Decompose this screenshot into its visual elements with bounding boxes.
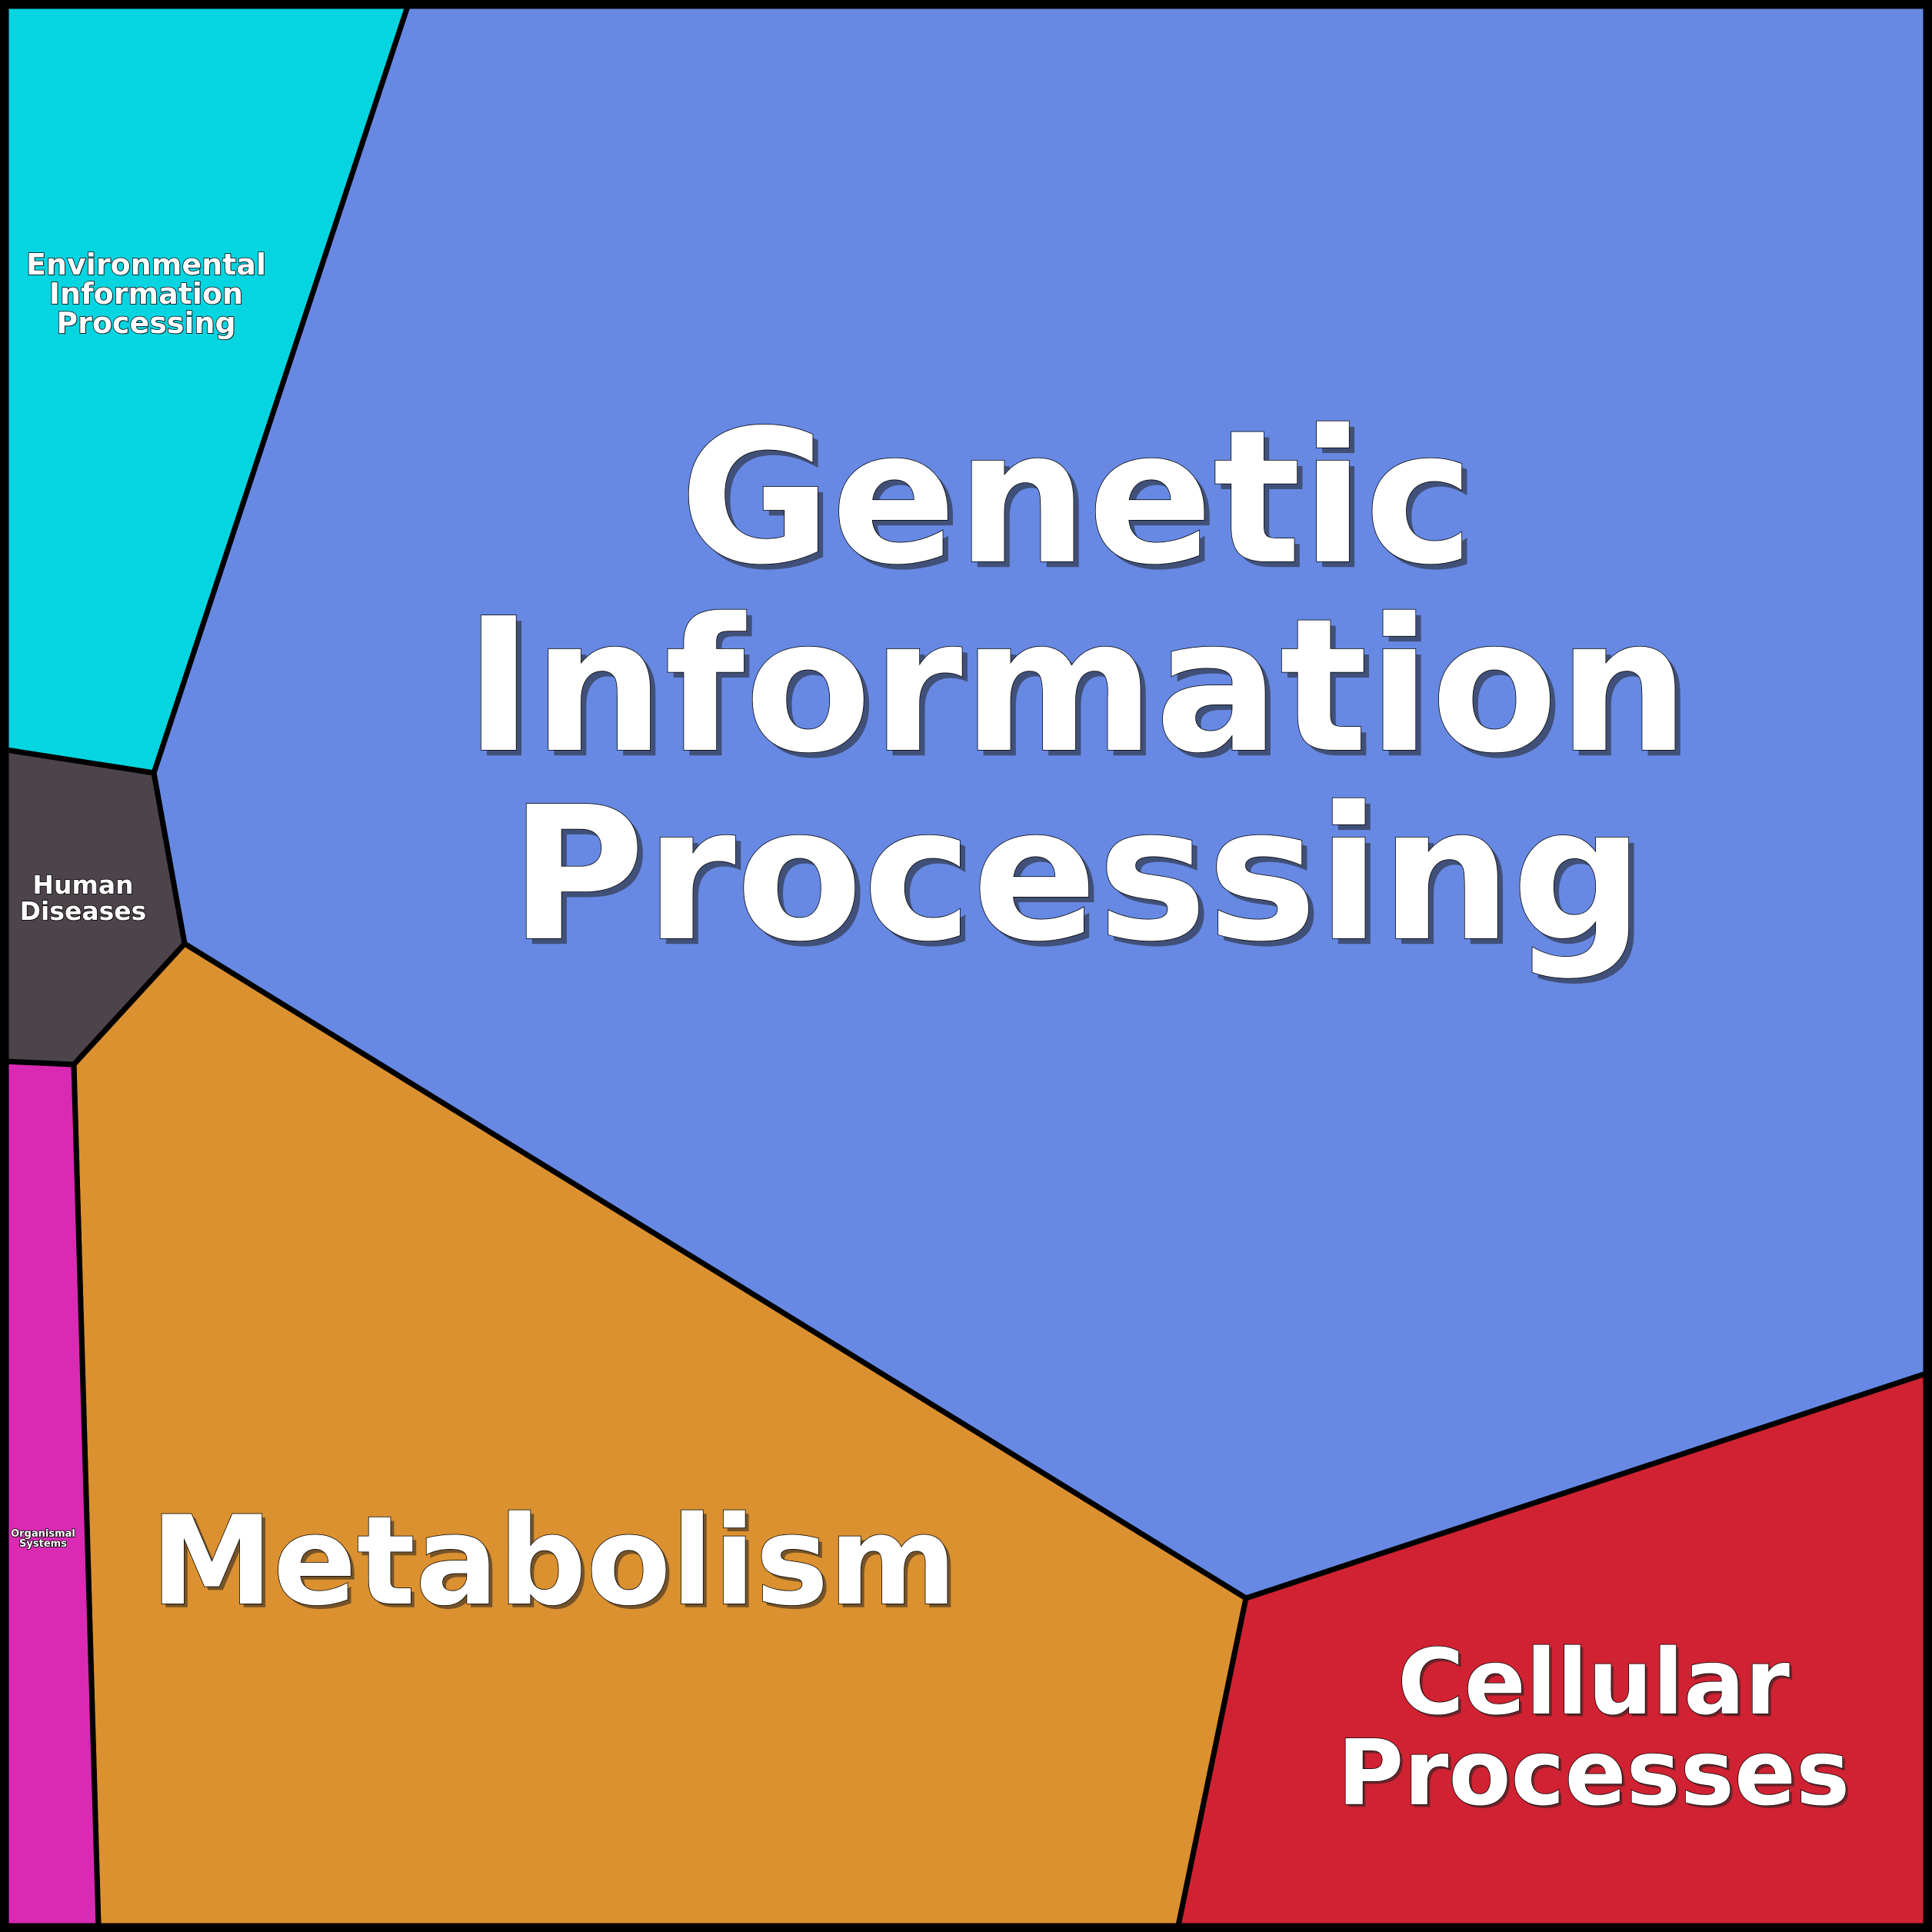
- label-line: Genetic: [680, 390, 1474, 605]
- label-shadow: Processes: [1340, 1723, 1852, 1829]
- label-shadow: Cellular: [1401, 1632, 1793, 1738]
- label-line: Information: [465, 578, 1690, 794]
- label-genetic-information-processing: GeneticGeneticInformationInformationProc…: [464, 389, 1695, 988]
- label-shadow: Processing: [515, 772, 1650, 988]
- label-shadow: Diseases: [21, 897, 148, 927]
- label-shadow: Environmental: [27, 248, 267, 282]
- label-shadow: Systems: [20, 1539, 68, 1551]
- label-shadow: Information: [470, 584, 1695, 799]
- label-line: Processes: [1337, 1720, 1850, 1826]
- label-line: Systems: [19, 1538, 67, 1550]
- label-line: Human: [32, 870, 133, 900]
- label-line: Processing: [510, 767, 1644, 982]
- label-shadow: Information: [50, 278, 244, 311]
- label-line: Diseases: [20, 896, 147, 926]
- label-line: Organismal: [11, 1528, 75, 1540]
- label-line: Metabolism: [151, 1489, 957, 1633]
- label-line: Cellular: [1397, 1629, 1790, 1735]
- label-line: Processing: [56, 306, 236, 340]
- label-line: Environmental: [26, 248, 266, 281]
- label-shadow: Genetic: [685, 395, 1480, 611]
- label-shadow: Processing: [57, 307, 237, 341]
- label-shadow: Metabolism: [155, 1493, 961, 1637]
- label-shadow: Human: [33, 871, 134, 901]
- label-shadow: Organismal: [12, 1529, 76, 1541]
- label-line: Information: [49, 277, 243, 311]
- label-environmental-information-processing: EnvironmentalEnvironmentalInformationInf…: [25, 247, 267, 341]
